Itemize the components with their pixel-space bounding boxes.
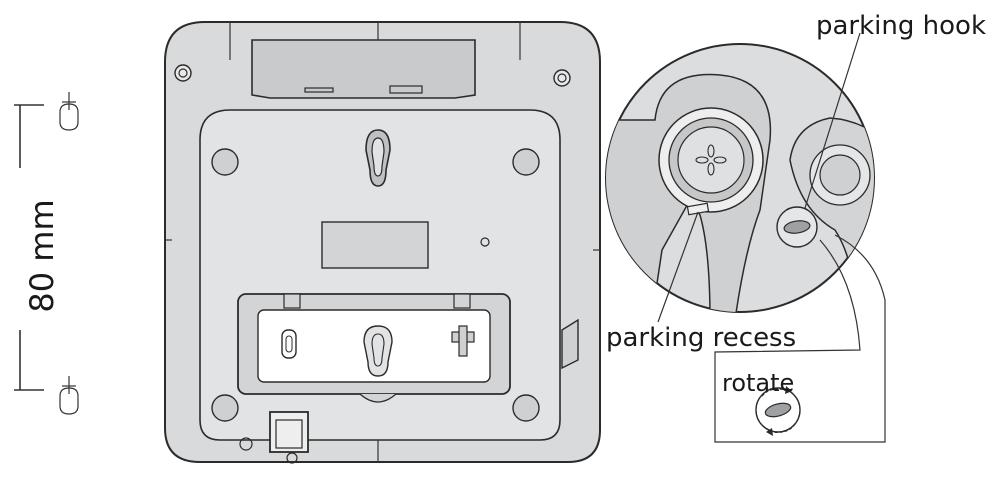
rubber-foot	[211, 148, 239, 176]
dimension-label: 80 mm	[23, 199, 61, 312]
cable-clip	[281, 329, 297, 359]
dimension-indicator: 80 mm	[14, 92, 79, 415]
rubber-foot	[512, 394, 540, 422]
corner-screw	[553, 69, 571, 87]
corner-screw	[174, 64, 192, 82]
rubber-foot	[512, 148, 540, 176]
rubber-foot	[211, 394, 239, 422]
recess-fan-icon	[695, 144, 727, 176]
side-port	[561, 318, 579, 370]
detail-zoom	[605, 32, 886, 443]
parking-recess-label: parking recess	[606, 323, 796, 353]
rotate-callout-frame	[714, 234, 886, 443]
screw-icon	[59, 92, 79, 131]
parking-hook-label: parking hook	[816, 11, 986, 41]
compartment-latch	[389, 85, 423, 94]
keyhole-slot-lower	[363, 325, 393, 377]
parking-hook-small	[451, 325, 475, 357]
label-plate	[321, 221, 429, 269]
compartment-slot	[304, 87, 334, 93]
rotate-arrow-icon	[771, 423, 796, 434]
rotate-label: rotate	[722, 369, 794, 397]
recess-center	[677, 126, 745, 194]
reset-hole	[480, 237, 490, 247]
device-base	[164, 21, 601, 464]
recess-leader	[657, 211, 699, 323]
hook-leader	[804, 32, 861, 209]
screw-icon	[59, 376, 79, 415]
rotate-arrow-icon	[761, 388, 787, 397]
battery-compartment	[251, 39, 476, 99]
rotate-callout	[755, 386, 801, 436]
